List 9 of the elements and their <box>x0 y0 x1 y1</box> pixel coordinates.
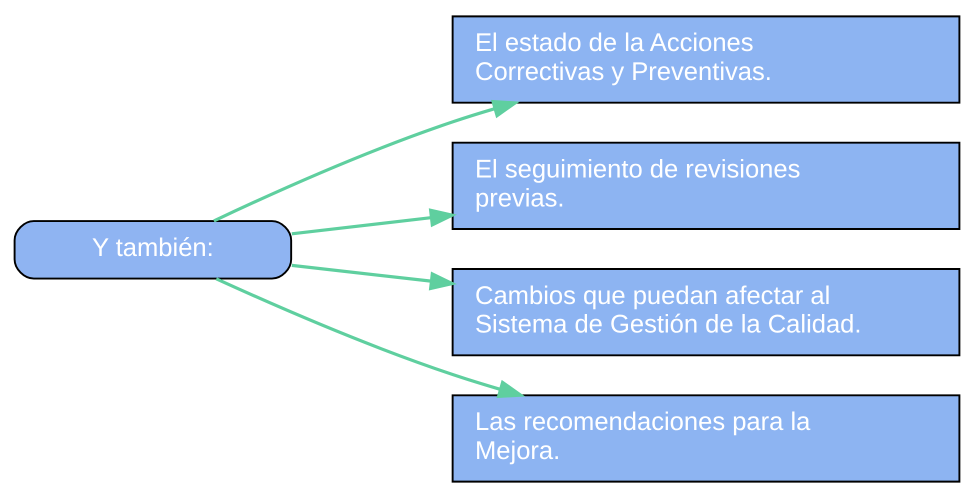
node-box: Las recomendaciones para la Mejora. <box>452 394 960 482</box>
arrow <box>292 263 457 290</box>
node-box: Cambios que puedan afectar al Sistema de Gestión de la Calidad. <box>452 268 960 356</box>
node-box: El seguimiento de revisiones previas. <box>452 141 960 230</box>
node-box: El estado de la Acciones Correctivas y Preventivas. <box>452 14 960 104</box>
node-box: Y también: <box>14 220 292 280</box>
arrow <box>213 99 520 222</box>
arrow <box>292 208 457 235</box>
arrow <box>216 276 526 398</box>
